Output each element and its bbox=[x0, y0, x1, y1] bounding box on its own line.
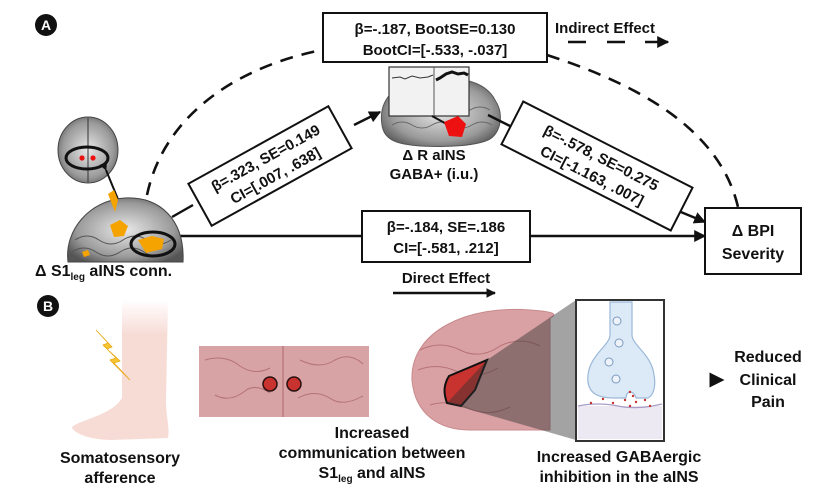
vesicle-icon bbox=[604, 357, 614, 367]
svg-text:afference: afference bbox=[84, 470, 155, 487]
svg-text:Severity: Severity bbox=[722, 246, 784, 263]
direct-effect-box: β=-.184, SE=.186 CI=[-.581, .212] bbox=[361, 210, 531, 263]
communication-label-line3: S1leg and aINS bbox=[319, 465, 426, 485]
indirect-effect-path bbox=[145, 48, 323, 196]
svg-text:Direct Effect: Direct Effect bbox=[402, 270, 490, 287]
predictor-axial-brain-image bbox=[57, 116, 119, 184]
svg-text:Increased: Increased bbox=[335, 425, 410, 442]
insula-region-icon bbox=[443, 358, 489, 408]
direct-effect-legend: Direct Effect bbox=[393, 270, 496, 298]
top-view-brain-illustration bbox=[199, 346, 369, 417]
aINS-roi-circle-icon bbox=[129, 230, 177, 258]
aINS-roi-icon bbox=[444, 116, 466, 137]
svg-text:CI=[-.581, .212]: CI=[-.581, .212] bbox=[393, 240, 498, 257]
path-b-line-left bbox=[487, 113, 515, 130]
lateral-brain-illustration bbox=[411, 300, 576, 440]
synapse-inset bbox=[575, 299, 665, 442]
outcome-box: Δ BPI Severity bbox=[704, 207, 802, 275]
mediator-label-1: Δ R aINS bbox=[402, 147, 465, 164]
mrs-spectrum-inset bbox=[388, 66, 470, 117]
vesicle-icon bbox=[611, 374, 621, 384]
svg-text:communication between: communication between bbox=[279, 445, 466, 462]
svg-text:A: A bbox=[41, 17, 51, 33]
svg-text:inhibition in the aINS: inhibition in the aINS bbox=[539, 469, 698, 486]
panel-a-marker: A bbox=[35, 14, 57, 36]
svg-text:Increased GABAergic: Increased GABAergic bbox=[537, 449, 702, 466]
svg-text:Reduced: Reduced bbox=[734, 349, 802, 366]
svg-text:Indirect Effect: Indirect Effect bbox=[555, 20, 655, 37]
s1-left-dot-icon bbox=[262, 376, 278, 392]
vesicle-icon bbox=[614, 338, 624, 348]
svg-text:B: B bbox=[43, 298, 53, 314]
path-a-arrow bbox=[353, 110, 382, 127]
s1-roi-circle-icon bbox=[64, 145, 110, 171]
indirect-effect-path-right bbox=[546, 53, 740, 208]
mediator-brain-image bbox=[380, 66, 501, 147]
panel-a: A β=-.187, BootSE=0.130 BootCI=[-.533, -… bbox=[35, 12, 802, 298]
svg-text:Clinical: Clinical bbox=[740, 372, 797, 389]
svg-text:Somatosensory: Somatosensory bbox=[60, 450, 180, 467]
lightning-icon bbox=[95, 329, 131, 381]
panel-b-marker: B bbox=[37, 295, 59, 317]
panel-b: B Somatosensory afference Increased comm… bbox=[37, 295, 802, 487]
indirect-effect-box: β=-.187, BootSE=0.130 BootCI=[-.533, -.0… bbox=[322, 12, 548, 63]
svg-text:β=-.184, SE=.186: β=-.184, SE=.186 bbox=[387, 219, 505, 236]
mediator-label-2: GABA+ (i.u.) bbox=[390, 166, 479, 183]
predictor-sagittal-brain-image bbox=[67, 190, 184, 263]
indirect-effect-legend: Indirect Effect bbox=[555, 20, 670, 48]
path-a-box: β=.323, SE=0.149 CI=[.007, .638] bbox=[187, 104, 353, 228]
svg-text:BootCI=[-.533, -.037]: BootCI=[-.533, -.037] bbox=[363, 42, 508, 59]
predictor-label: Δ S1leg aINS conn. bbox=[35, 263, 172, 283]
svg-text:Pain: Pain bbox=[751, 394, 785, 411]
leg-illustration bbox=[72, 300, 169, 440]
svg-text:Δ BPI: Δ BPI bbox=[732, 223, 775, 240]
gaba-molecules-icon bbox=[589, 390, 652, 408]
vesicle-icon bbox=[612, 316, 622, 326]
s1-right-dot-icon bbox=[286, 376, 302, 392]
svg-text:β=-.187, BootSE=0.130: β=-.187, BootSE=0.130 bbox=[355, 21, 516, 38]
path-a-line-left bbox=[171, 203, 194, 219]
